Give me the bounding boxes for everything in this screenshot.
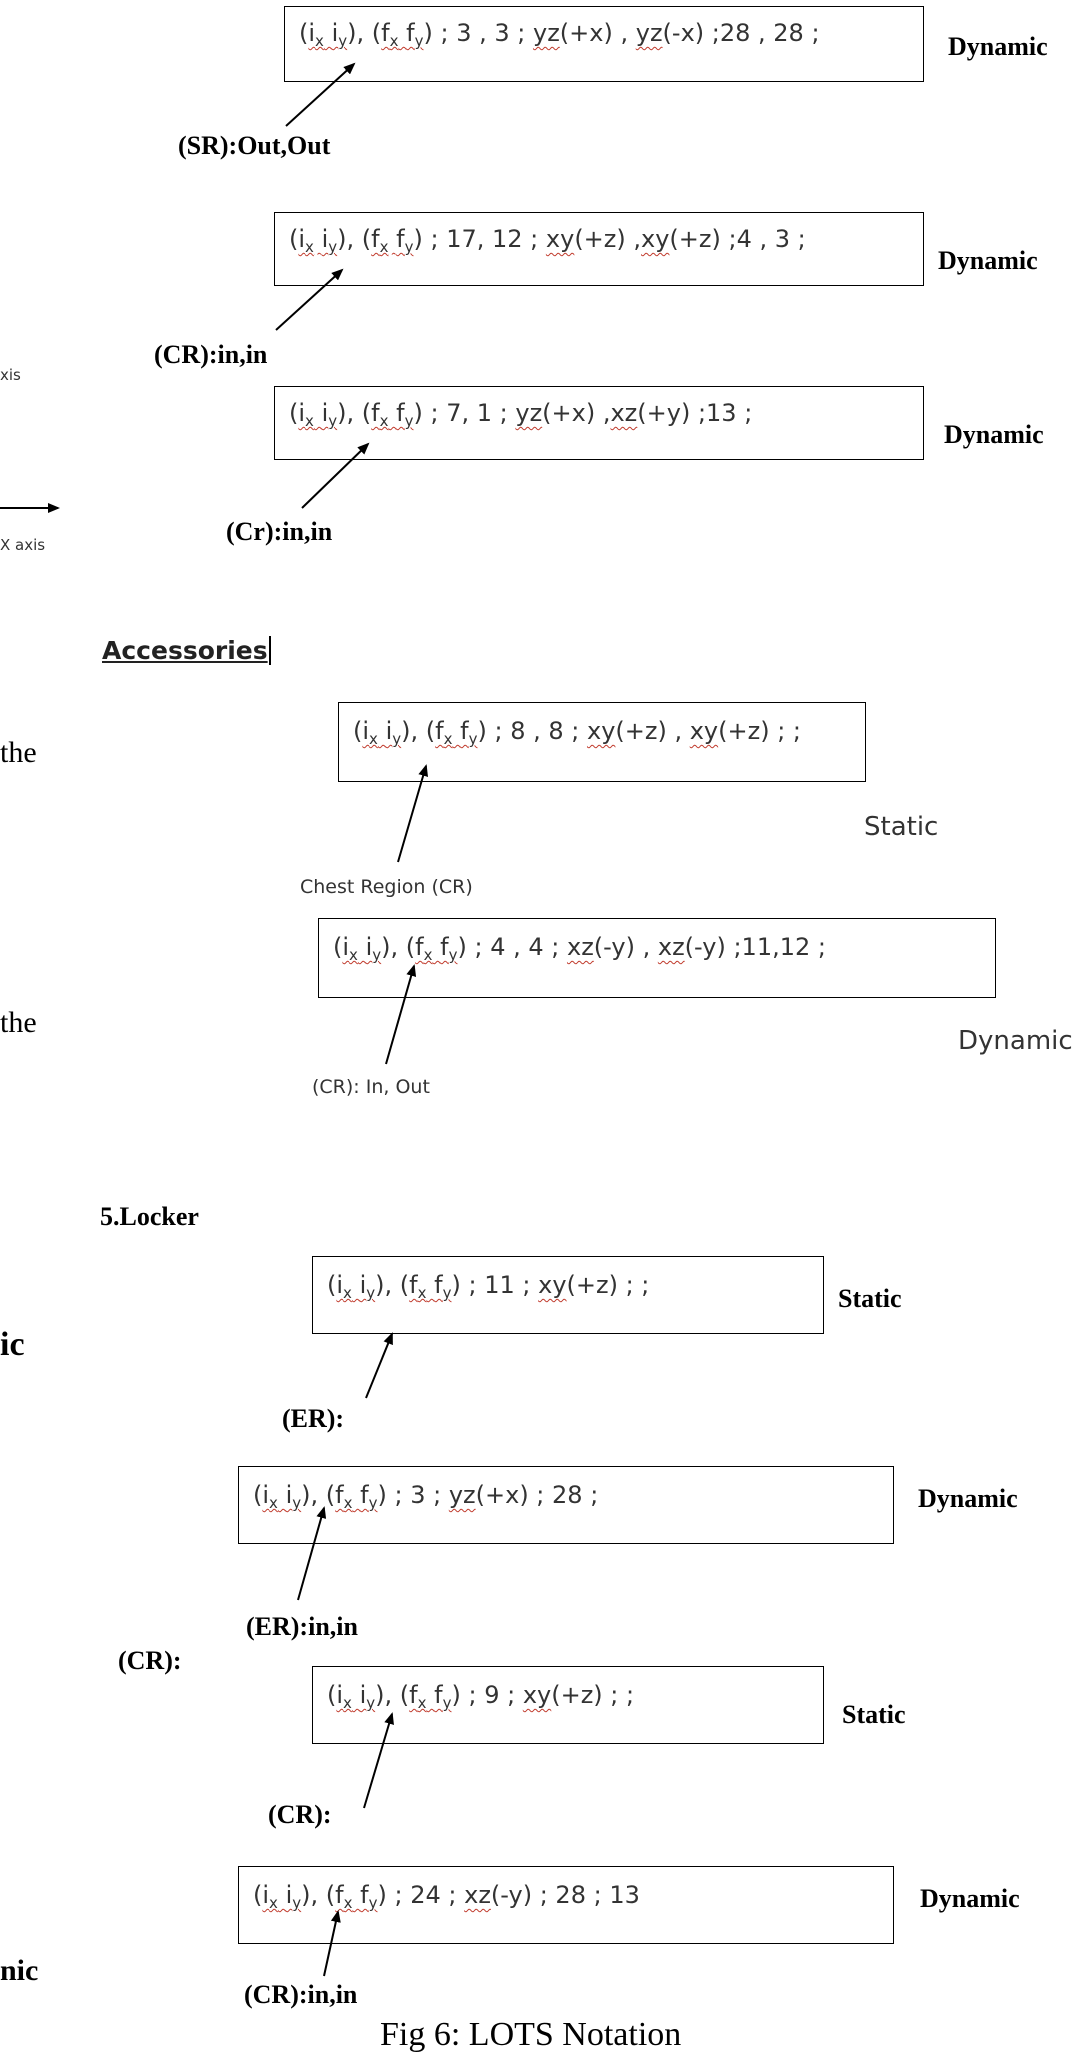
notation-text: (ix iy), (fx fy) ; 7, 1 ; yz(+x) ,xz(+y)… xyxy=(289,399,753,430)
text-fragment: ic xyxy=(0,1326,25,1363)
lots-notation-box: (ix iy), (fx fy) ; 7, 1 ; yz(+x) ,xz(+y)… xyxy=(274,386,924,460)
text-fragment: the xyxy=(0,1006,37,1039)
arrow xyxy=(323,1910,341,1977)
arrow xyxy=(365,1332,393,1399)
pointer-label: (CR):in,in xyxy=(154,340,268,369)
arrow xyxy=(285,62,356,127)
section-heading-accessories: Accessories xyxy=(102,636,271,665)
text-fragment: the xyxy=(0,736,37,769)
type-label: Dynamic xyxy=(944,420,1044,449)
type-label: Dynamic xyxy=(938,246,1038,275)
arrow xyxy=(397,764,428,863)
notation-text: (ix iy), (fx fy) ; 3 , 3 ; yz(+x) , yz(-… xyxy=(299,19,820,50)
lots-notation-box: (ix iy), (fx fy) ; 11 ; xy(+z) ; ; xyxy=(312,1256,824,1334)
type-label: Dynamic xyxy=(918,1484,1018,1513)
type-label: Dynamic xyxy=(958,1026,1073,1056)
type-label: Dynamic xyxy=(948,32,1048,61)
figure-caption: Fig 6: LOTS Notation xyxy=(380,2016,682,2053)
region-label: (CR): xyxy=(118,1646,182,1675)
type-label: Static xyxy=(864,812,939,842)
notation-text: (ix iy), (fx fy) ; 24 ; xz(-y) ; 28 ; 13 xyxy=(253,1881,640,1912)
pointer-label: (CR): In, Out xyxy=(312,1076,430,1098)
lots-notation-box: (ix iy), (fx fy) ; 4 , 4 ; xz(-y) , xz(-… xyxy=(318,918,996,998)
axis-label-fragment: xis xyxy=(0,366,21,384)
pointer-label: (ER):in,in xyxy=(246,1612,358,1641)
notation-text: (ix iy), (fx fy) ; 9 ; xy(+z) ; ; xyxy=(327,1681,635,1712)
arrow xyxy=(301,442,370,509)
pointer-label: Chest Region (CR) xyxy=(300,876,473,898)
pointer-label: (SR):Out,Out xyxy=(178,131,331,160)
lots-notation-box: (ix iy), (fx fy) ; 9 ; xy(+z) ; ; xyxy=(312,1666,824,1744)
notation-text: (ix iy), (fx fy) ; 4 , 4 ; xz(-y) , xz(-… xyxy=(333,933,826,964)
notation-text: (ix iy), (fx fy) ; 3 ; yz(+x) ; 28 ; xyxy=(253,1481,599,1512)
type-label: Dynamic xyxy=(920,1884,1020,1913)
lots-notation-box: (ix iy), (fx fy) ; 17, 12 ; xy(+z) ,xy(+… xyxy=(274,212,924,286)
pointer-label: (Cr):in,in xyxy=(226,517,333,546)
arrow xyxy=(275,268,344,331)
type-label: Static xyxy=(838,1284,902,1313)
lots-notation-box: (ix iy), (fx fy) ; 3 , 3 ; yz(+x) , yz(-… xyxy=(284,6,924,82)
lots-notation-box: (ix iy), (fx fy) ; 24 ; xz(-y) ; 28 ; 13 xyxy=(238,1866,894,1944)
pointer-label: (ER): xyxy=(282,1404,345,1433)
notation-text: (ix iy), (fx fy) ; 17, 12 ; xy(+z) ,xy(+… xyxy=(289,225,806,256)
arrow xyxy=(363,1712,394,1809)
arrow xyxy=(297,1506,327,1601)
notation-text: (ix iy), (fx fy) ; 8 , 8 ; xy(+z) , xy(+… xyxy=(353,717,801,748)
notation-text: (ix iy), (fx fy) ; 11 ; xy(+z) ; ; xyxy=(327,1271,650,1302)
pointer-label: (CR):in,in xyxy=(244,1980,358,2009)
lots-notation-box: (ix iy), (fx fy) ; 3 ; yz(+x) ; 28 ; xyxy=(238,1466,894,1544)
text-fragment: nic xyxy=(0,1954,39,1987)
x-axis-label-fragment: X axis xyxy=(0,536,46,554)
arrow xyxy=(385,964,417,1065)
section-heading-locker: 5.Locker xyxy=(100,1202,199,1231)
type-label: Static xyxy=(842,1700,906,1729)
pointer-label: (CR): xyxy=(268,1800,332,1829)
